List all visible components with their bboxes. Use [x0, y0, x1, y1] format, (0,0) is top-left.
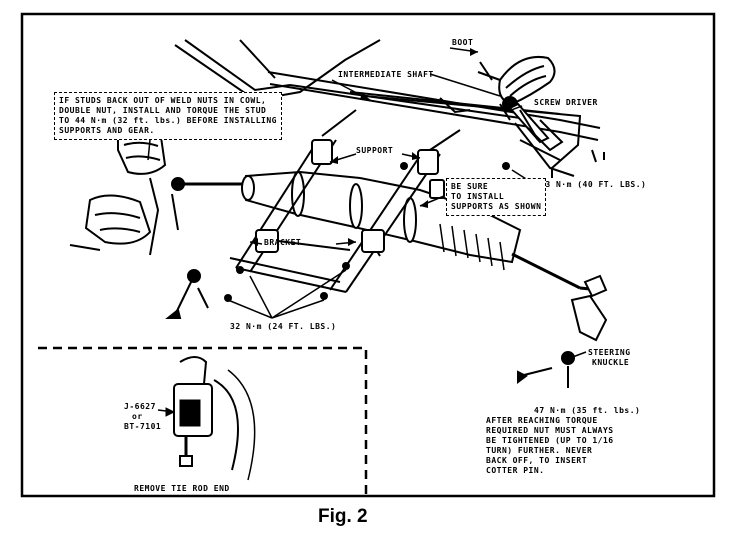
figure-caption: Fig. 2 — [318, 506, 368, 527]
inset-remove-tie-rod — [38, 346, 368, 494]
rack-boot-bellows — [439, 223, 505, 271]
knuckle-torque-note: 47 N·m (35 ft. lbs.) AFTER REACHING TORQ… — [486, 406, 640, 476]
knuckle-note-line-2: AFTER REACHING TORQUE — [486, 416, 598, 425]
be-sure-line-3: SUPPORTS AS SHOWN — [451, 202, 542, 211]
knuckle-note-line-5: TURN) FURTHER. NEVER — [486, 446, 593, 455]
knuckle-line-2: KNUCKLE — [592, 358, 630, 367]
label-torque-bracket: 32 N·m (24 FT. LBS.) — [230, 322, 337, 331]
knuckle-line-1: STEERING — [588, 348, 631, 357]
tool-line-2: or — [132, 412, 143, 421]
label-boot: BOOT — [452, 38, 474, 47]
mounting-nuts — [224, 162, 510, 302]
weld-note-line-4: SUPPORTS AND GEAR. — [59, 126, 155, 135]
label-remove-tie-rod-end: REMOVE TIE ROD END — [134, 484, 230, 493]
knuckle-note-line-4: BE TIGHTENED (UP TO 1/16 — [486, 436, 614, 445]
label-screw-driver: SCREW DRIVER — [534, 98, 598, 107]
knuckle-note-line-1: 47 N·m (35 ft. lbs.) — [534, 406, 641, 415]
be-sure-note: BE SURE TO INSTALL SUPPORTS AS SHOWN — [446, 178, 547, 216]
knuckle-note-line-7: COTTER PIN. — [486, 466, 545, 475]
be-sure-line-2: TO INSTALL — [451, 192, 505, 201]
tool-line-3: BT-7101 — [124, 422, 162, 431]
label-intermediate-shaft: INTERMEDIATE SHAFT — [338, 70, 434, 79]
rack-housing — [241, 170, 522, 264]
weld-note-line-1: IF STUDS BACK OUT OF WELD NUTS IN COWL, — [59, 96, 267, 105]
steering-knuckle-label: STEERING KNUCKLE — [588, 348, 631, 368]
weld-nut-note: IF STUDS BACK OUT OF WELD NUTS IN COWL, … — [54, 92, 282, 140]
label-support: SUPPORT — [356, 146, 394, 155]
leader-arrowheads — [250, 48, 478, 246]
label-bracket: BRACKET — [264, 238, 302, 247]
weld-note-line-3: TO 44 N·m (32 ft. lbs.) BEFORE INSTALLIN… — [59, 116, 277, 125]
support-clamps — [255, 139, 445, 253]
boot-assembly — [477, 56, 564, 152]
support-frames — [229, 109, 461, 293]
label-torque-upper: 53 N·m (40 FT. LBS.) — [540, 180, 647, 189]
be-sure-line-1: BE SURE — [451, 182, 489, 191]
left-tie-rod-end — [165, 177, 246, 319]
weld-note-line-2: DOUBLE NUT, INSTALL AND TORQUE THE STUD — [59, 106, 267, 115]
tool-callout: J-6627 or BT-7101 — [124, 402, 161, 432]
figure-border — [20, 12, 716, 498]
knuckle-note-line-6: BACK OFF, TO INSERT — [486, 456, 588, 465]
tool-line-1: J-6627 — [124, 402, 156, 411]
right-knuckle — [517, 274, 608, 388]
knuckle-note-line-3: REQUIRED NUT MUST ALWAYS — [486, 426, 614, 435]
